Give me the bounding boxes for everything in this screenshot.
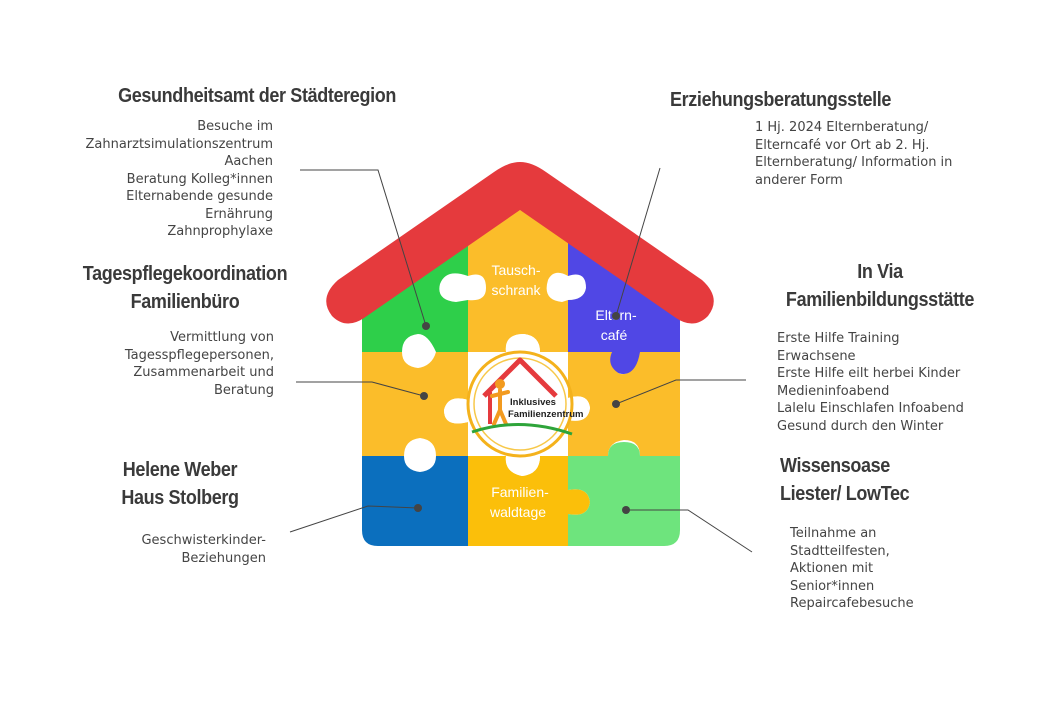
tagespflege-title-line: Tagespflegekoordination bbox=[82, 263, 288, 285]
piece-label-elterncafe-2: café bbox=[601, 327, 628, 343]
wissensoase-details: Teilnahme an Stadtteilfesten, Aktionen m… bbox=[790, 525, 990, 613]
helene-details: Geschwisterkinder- Beziehungen bbox=[80, 532, 266, 567]
tagespflege-title-line: Familienbüro bbox=[130, 291, 240, 313]
connector-gesundheitsamt bbox=[300, 169, 427, 327]
piece-label-tauschschrank-1: Tausch- bbox=[491, 262, 540, 278]
piece-middle-right bbox=[568, 352, 680, 456]
tagespflege-line: Vermittlung von bbox=[170, 330, 274, 345]
logo-text-line1: Inklusives bbox=[510, 397, 556, 408]
gesundheitsamt-line: Besuche im bbox=[197, 119, 273, 134]
piece-label-familienwaldtage-2: waldtage bbox=[489, 504, 546, 520]
roof bbox=[326, 162, 714, 324]
wissensoase-line: Aktionen mit bbox=[790, 561, 874, 576]
wissensoase-title-line: Wissensoase bbox=[780, 455, 890, 477]
wissensoase-line: Senior*innen bbox=[790, 578, 875, 594]
gesundheitsamt-details: Besuche im Zahnarztsimulationszentrum Aa… bbox=[40, 118, 273, 241]
piece-bottom-right bbox=[568, 442, 680, 546]
invia-line: Erste Hilfe eilt herbei Kinder bbox=[777, 366, 961, 381]
invia-details: Erste Hilfe Training Erwachsene Erste Hi… bbox=[777, 330, 1027, 435]
gesundheitsamt-line: Beratung Kolleg*innen bbox=[126, 171, 273, 187]
invia-line: Erste Hilfe Training bbox=[777, 331, 900, 346]
helene-line: Geschwisterkinder- bbox=[141, 533, 266, 548]
helene-line: Beziehungen bbox=[181, 550, 266, 566]
logo-text-line2: Familienzentrum bbox=[508, 409, 584, 420]
invia-line: Erwachsene bbox=[777, 348, 856, 364]
wissensoase-title-line: Liester/ LowTec bbox=[780, 483, 910, 505]
erziehung-title: Erziehungsberatungsstelle bbox=[670, 89, 892, 111]
invia-line: Gesund durch den Winter bbox=[777, 418, 944, 434]
gesundheitsamt-line: Aachen bbox=[224, 154, 273, 169]
tagespflege-details: Vermittlung von Tagesspflegepersonen, Zu… bbox=[60, 329, 274, 399]
piece-bottom-left bbox=[362, 456, 468, 546]
invia-title-line: In Via bbox=[857, 261, 903, 283]
invia-line: Lalelu Einschlafen Infoabend bbox=[777, 401, 964, 416]
erziehung-line: anderer Form bbox=[755, 172, 843, 188]
piece-label-tauschschrank-2: schrank bbox=[491, 282, 541, 298]
connector-helene bbox=[289, 505, 419, 533]
wissensoase-line: Teilnahme an bbox=[790, 526, 877, 541]
connector-dots bbox=[414, 312, 630, 514]
tagespflege-title: Tagespflegekoordination Familienbüro bbox=[55, 260, 316, 316]
gesundheitsamt-line: Zahnprophylaxe bbox=[167, 224, 273, 239]
helene-title: Helene Weber Haus Stolberg bbox=[90, 456, 270, 512]
erziehung-line: 1 Hj. 2024 Elternberatung/ bbox=[755, 120, 929, 135]
connector-wissensoase bbox=[626, 509, 753, 553]
wissensoase-title: Wissensoase Liester/ LowTec bbox=[780, 452, 960, 508]
wissensoase-line: Repaircafebesuche bbox=[790, 596, 914, 611]
gesundheitsamt-title: Gesundheitsamt der Städteregion bbox=[118, 85, 397, 107]
helene-title-line: Haus Stolberg bbox=[121, 487, 239, 509]
invia-title-line: Familienbildungsstätte bbox=[785, 289, 975, 311]
piece-bottom-middle bbox=[468, 456, 590, 546]
gesundheitsamt-line: Ernährung bbox=[205, 206, 273, 222]
connector-invia bbox=[615, 379, 746, 405]
gesundheitsamt-line: Zahnarztsimulationszentrum bbox=[85, 136, 273, 152]
piece-label-familienwaldtage-1: Familien- bbox=[491, 484, 549, 500]
tagespflege-line: Tagesspflegepersonen, bbox=[124, 347, 274, 363]
family-center-logo: Inklusives Familienzentrum bbox=[466, 350, 584, 458]
invia-title: In Via Familienbildungsstätte bbox=[763, 258, 997, 314]
helene-title-line: Helene Weber bbox=[122, 459, 238, 481]
puzzle-body bbox=[362, 210, 680, 546]
connector-erziehung bbox=[615, 167, 661, 317]
erziehung-line: Elternberatung/ Information in bbox=[755, 155, 953, 170]
wissensoase-line: Stadtteilfesten, bbox=[790, 543, 890, 559]
invia-line: Medieninfoabend bbox=[777, 383, 890, 399]
tagespflege-line: Beratung bbox=[213, 382, 274, 398]
piece-top-middle bbox=[468, 210, 568, 352]
tagespflege-line: Zusammenarbeit und bbox=[133, 365, 274, 380]
connector-lines bbox=[289, 167, 753, 553]
piece-middle-left bbox=[362, 352, 468, 456]
erziehung-details: 1 Hj. 2024 Elternberatung/ Elterncafé vo… bbox=[755, 119, 1015, 189]
gesundheitsamt-line: Elternabende gesunde bbox=[126, 189, 273, 204]
erziehung-line: Elterncafé vor Ort ab 2. Hj. bbox=[755, 137, 930, 153]
piece-top-right bbox=[568, 230, 680, 374]
connector-tagespflege bbox=[296, 381, 425, 397]
